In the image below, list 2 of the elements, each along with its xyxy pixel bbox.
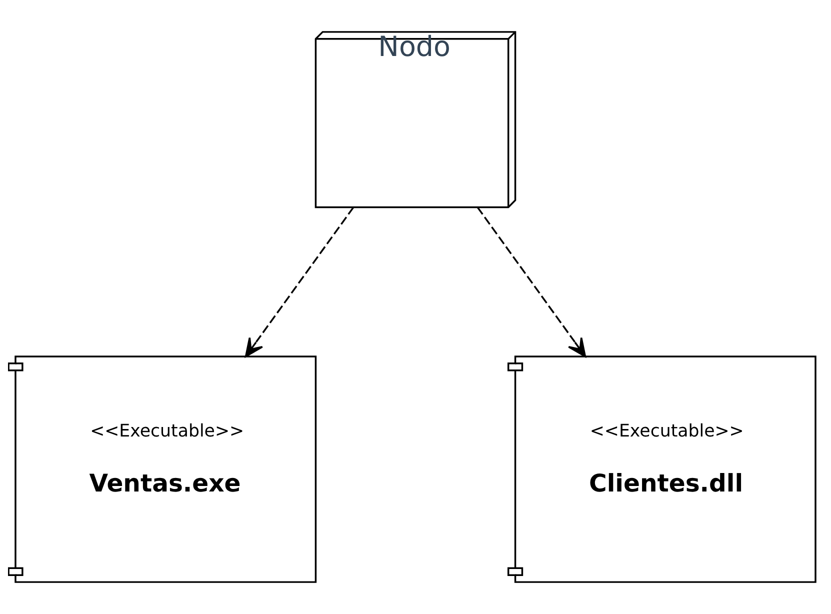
arrow: [476, 206, 586, 358]
arrow: [244, 206, 354, 358]
